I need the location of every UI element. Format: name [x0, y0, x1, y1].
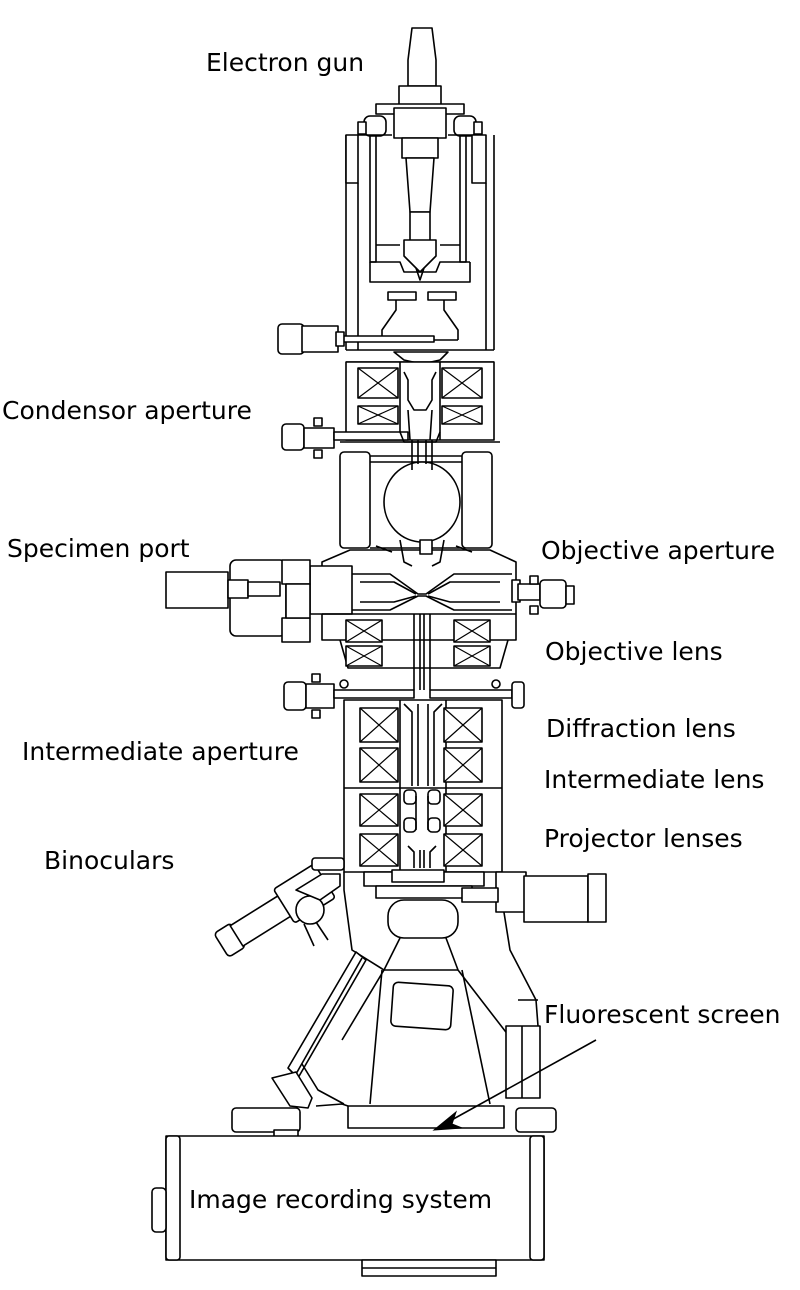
condenser-lenses: [345, 361, 495, 441]
label-intermediate-aperture: Intermediate aperture: [22, 737, 299, 766]
image-recording-system: [151, 1107, 557, 1277]
objective-region: [309, 539, 517, 690]
label-binoculars: Binoculars: [44, 846, 174, 875]
label-electron-gun: Electron gun: [206, 48, 364, 77]
label-fluorescent-screen: Fluorescent screen: [544, 1000, 780, 1029]
lens-stack: [343, 699, 503, 873]
label-specimen-port: Specimen port: [7, 534, 190, 563]
intermediate-aperture-port: [283, 673, 525, 719]
label-projector-lenses: Projector lenses: [544, 824, 743, 853]
electron-gun: [357, 27, 483, 281]
label-image-recording-system: Image recording system: [189, 1185, 492, 1214]
label-intermediate-lens: Intermediate lens: [544, 765, 764, 794]
fluorescent-screen-pointer: [432, 1039, 597, 1131]
label-condensor-aperture: Condensor aperture: [2, 396, 252, 425]
objective-aperture-port: [511, 575, 575, 615]
label-objective-lens: Objective lens: [545, 637, 723, 666]
upper-column-housing: [337, 134, 495, 365]
viewing-chamber: [315, 869, 607, 1129]
upper-left-port: [277, 323, 345, 355]
label-objective-aperture: Objective aperture: [541, 536, 775, 565]
condenser-chamber: [339, 440, 500, 549]
label-diffraction-lens: Diffraction lens: [546, 714, 736, 743]
binocular-arm: [271, 951, 367, 1109]
condensor-aperture-port: [281, 417, 441, 459]
binoculars: [214, 857, 345, 957]
specimen-port: [165, 559, 311, 643]
